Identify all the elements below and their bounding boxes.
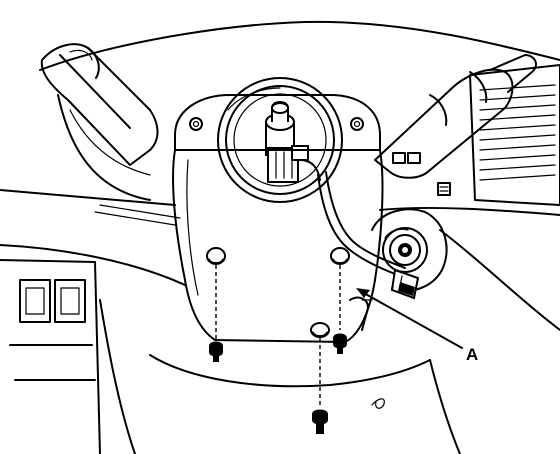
dashboard-outline [0,20,560,454]
ignition-switch [371,208,448,292]
harness-connector [390,268,420,300]
right-combination-switch [374,54,537,179]
left-switch-panel [0,259,101,454]
indicator-lamps [392,152,451,196]
wiring-clip [349,296,373,331]
screw-left [209,265,223,362]
upper-column-cover [174,94,381,151]
cable-reel [217,77,343,203]
steering-shaft [265,101,295,156]
callout-label-a: A [466,345,478,364]
air-vent [469,64,560,206]
screw-right [333,265,347,354]
left-combination-switch [40,43,159,166]
cable-reel-connector [267,145,321,183]
lower-column-cover [172,149,384,343]
callout-a-leader [356,288,463,349]
wire-harness [317,171,406,277]
screw-bottom [312,338,328,434]
